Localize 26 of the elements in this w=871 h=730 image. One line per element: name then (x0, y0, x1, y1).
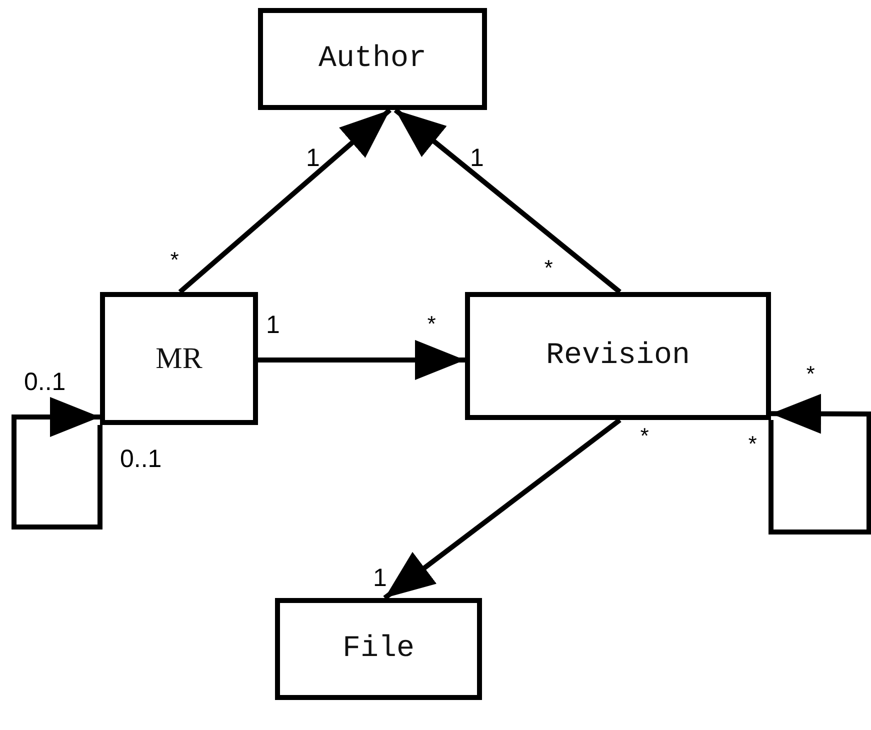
association-arrow (383, 418, 622, 600)
multiplicity-label: * (638, 428, 652, 450)
multiplicity-label: 1 (373, 566, 387, 591)
association-arrow (12, 397, 102, 530)
multiplicity-label: 0..1 (24, 370, 66, 395)
multiplicity-label: * (425, 316, 438, 338)
multiplicity-label: * (542, 260, 556, 282)
multiplicity-label: * (804, 366, 818, 388)
association-arrow (178, 108, 392, 294)
multiplicity-label: * (168, 252, 182, 274)
multiplicity-label: 1 (306, 146, 320, 171)
association-arrow (768, 394, 871, 534)
multiplicity-label: 1 (266, 313, 280, 338)
class-box (100, 292, 258, 425)
class-box (465, 292, 771, 420)
association-arrow (258, 340, 465, 380)
multiplicity-label: * (746, 436, 760, 458)
class-name: MR (156, 342, 202, 376)
class-box (258, 8, 487, 110)
multiplicity-label: 0..1 (120, 447, 162, 472)
multiplicity-label: 1 (470, 146, 484, 171)
class-name: Author (318, 42, 427, 76)
class-name: File (342, 632, 414, 666)
class-name: Revision (546, 339, 690, 373)
association-arrow (394, 108, 622, 294)
class-box (275, 598, 482, 700)
